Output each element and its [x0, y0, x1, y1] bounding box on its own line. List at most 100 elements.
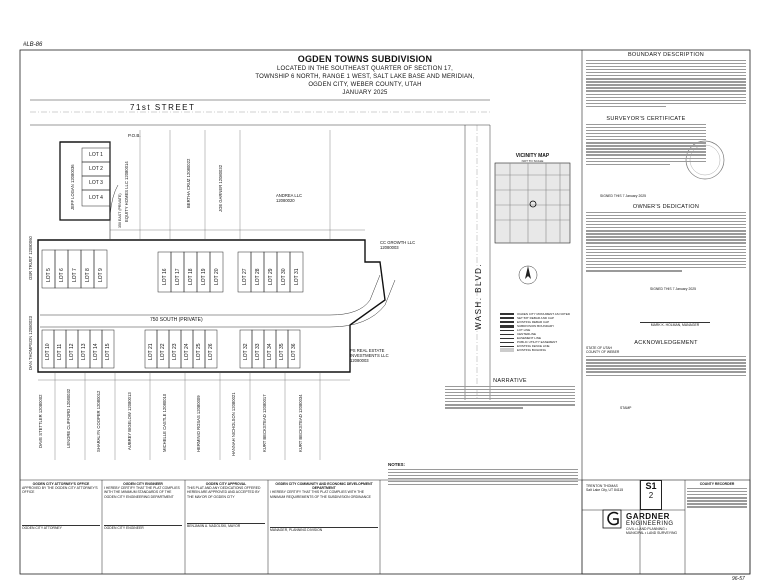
- lot-label: LOT 13: [81, 343, 87, 360]
- lot-label: LOT 4: [89, 195, 103, 201]
- lot-label: LOT 8: [85, 268, 91, 282]
- narrative-title: NARRATIVE: [493, 378, 527, 384]
- lot-label: LOT 24: [184, 343, 190, 360]
- lot-label: LOT 30: [281, 268, 287, 285]
- legend-item: SUBDIVISION BOUNDARY: [500, 324, 580, 328]
- lot-label: LOT 17: [175, 268, 181, 285]
- legend-item: EASEMENT LINE: [500, 336, 580, 340]
- bottom-stamp: 96-57: [732, 576, 745, 582]
- lot-label: LOT 6: [59, 268, 65, 282]
- pob-label: P.O.B.: [128, 133, 141, 138]
- lot-label: LOT 28: [255, 268, 261, 285]
- lot-label: LOT 16: [162, 268, 168, 285]
- lot-label: LOT 22: [160, 343, 166, 360]
- title-block-frame: [581, 479, 751, 575]
- dedication-title: OWNER'S DEDICATION: [632, 204, 700, 210]
- lot-label: LOT 29: [268, 268, 274, 285]
- legend-item: EXISTING BUILDING: [500, 348, 580, 352]
- private-road-north-edge: [40, 274, 381, 316]
- lot-label: LOT 9: [98, 268, 104, 282]
- lot-label: LOT 12: [69, 343, 75, 360]
- lot-label: LOT 21: [148, 343, 154, 360]
- north-arrow-icon: [518, 265, 538, 285]
- owners-dedication: OWNER'S DEDICATION: [586, 204, 746, 273]
- vicinity-map-sub: NOT TO SCALE: [521, 159, 544, 163]
- narrative-section: NARRATIVE: [445, 378, 575, 410]
- owner-osr-trust: OSR TRUST 12080060: [28, 236, 33, 280]
- dedication-signed: SIGNED THIS 7 January 2025: [650, 287, 696, 291]
- firm-sub: ENGINEERING: [626, 521, 674, 527]
- boundary-main: [37, 239, 386, 373]
- sheet-number: 2: [648, 491, 654, 500]
- corner-note: #LB-86: [23, 42, 43, 48]
- owner-jeff-logan: JEFF LOGAN 12080036: [70, 164, 75, 210]
- title-line-4: JANUARY 2025: [342, 90, 388, 96]
- title-block: OGDEN TOWNS SUBDIVISION LOCATED IN THE S…: [230, 54, 500, 97]
- lot-label: LOT 32: [243, 343, 249, 360]
- legend: OGDEN CITY MONUMENT AS NOTED SET 5/8" RE…: [500, 312, 580, 352]
- owner-south: DAVE STETTLER 12080002: [38, 394, 43, 448]
- recorder-box: COUNTY RECORDER: [687, 482, 747, 509]
- recorder-title: COUNTY RECORDER: [699, 482, 735, 486]
- lot-label: LOT 36: [291, 343, 297, 360]
- approval-engineer: OGDEN CITY ENGINEER I HEREBY CERTIFY THA…: [104, 482, 182, 530]
- firm-tag: CIVIL • LAND PLANNING • MUNICIPAL • LAND…: [626, 527, 678, 536]
- client-info: TRENTON THOMAS Salt Lake City, UT 84115: [586, 484, 624, 493]
- row-c-lots: [41, 329, 301, 369]
- lot-label: LOT 7: [72, 268, 78, 282]
- legend-item: LOT LINE: [500, 328, 580, 332]
- private-road-south-edge: [40, 279, 396, 328]
- approval-box-dividers: [101, 480, 381, 574]
- owner-south: SHARALYN COOPER 12080012: [96, 390, 101, 452]
- lot-label: LOT 15: [105, 343, 111, 360]
- owner-south: KURT BECKSTEAD 12080017: [262, 394, 267, 452]
- gardner-logo-icon: [602, 509, 622, 529]
- street-wash-blvd: WASH. BLVD.: [474, 262, 483, 330]
- owner-south: HERMINIO ROSAS 12080009: [196, 395, 201, 452]
- approval-development: OGDEN CITY COMMUNITY AND ECONOMIC DEVELO…: [270, 482, 378, 532]
- stamp-label: STAMP: [620, 406, 632, 410]
- owner-south: KURT BECKSTEAD 12080034: [298, 394, 303, 452]
- surveyor-title: SURVEYOR'S CERTIFICATE: [606, 116, 686, 122]
- lot-label: LOT 18: [188, 268, 194, 285]
- lot-label: LOT 27: [242, 268, 248, 285]
- title-line-3: OGDEN CITY, WEBER COUNTY, UTAH: [308, 82, 422, 88]
- vicinity-map-grid: [495, 163, 570, 243]
- lot-label: LOT 34: [267, 343, 273, 360]
- lot-label: LOT 25: [196, 343, 202, 360]
- lot-label: LOT 31: [294, 268, 300, 285]
- lot-label: LOT 20: [214, 268, 220, 285]
- acknowledgement-title: ACKNOWLEDGEMENT: [634, 340, 698, 346]
- owner-south: LENORE CLIFFORD 12080032: [66, 388, 71, 448]
- owner-south: MICHELLE CASTLE 12080010: [162, 393, 167, 452]
- state-label: STATE OF UTAH: [586, 346, 612, 350]
- title-line-1: LOCATED IN THE SOUTHEAST QUARTER OF SECT…: [277, 66, 453, 72]
- vicinity-map-title: VICINITY MAP: [515, 153, 550, 159]
- lot-label: LOT 5: [46, 268, 52, 282]
- vicinity-site-marker: [529, 200, 537, 208]
- legend-item: CENTERLINE: [500, 332, 580, 336]
- lot-label: LOT 1: [89, 152, 103, 158]
- lot-label: LOT 14: [93, 343, 99, 360]
- sheet-label: S1: [645, 481, 657, 491]
- lot-label: LOT 10: [45, 343, 51, 360]
- sheet-number-box: S1 2: [640, 480, 662, 510]
- owner-bertha-cruz: BERTHA CRUZ 12080022: [186, 158, 191, 208]
- owner-joe-garner: JOE GARNER 12080032: [218, 164, 223, 212]
- vicinity-map-frame: [494, 162, 571, 244]
- lot-label: LOT 35: [279, 343, 285, 360]
- private-road-north-spur: [109, 184, 119, 240]
- row-b-lots: [157, 251, 304, 293]
- lot-label: LOT 2: [89, 166, 103, 172]
- firm-block: GARDNER ENGINEERING CIVIL • LAND PLANNIN…: [626, 512, 684, 535]
- owner-equity-homes: EQUITY HOMES LLC 12080014: [124, 161, 129, 222]
- legend-item: EXISTING FENCE LINE: [500, 344, 580, 348]
- county-label: COUNTY OF WEBER: [586, 350, 620, 355]
- boundary-description: BOUNDARY DESCRIPTION: [586, 52, 746, 109]
- lot-label: LOT 23: [172, 343, 178, 360]
- adjacent-parcels-south: [38, 372, 350, 460]
